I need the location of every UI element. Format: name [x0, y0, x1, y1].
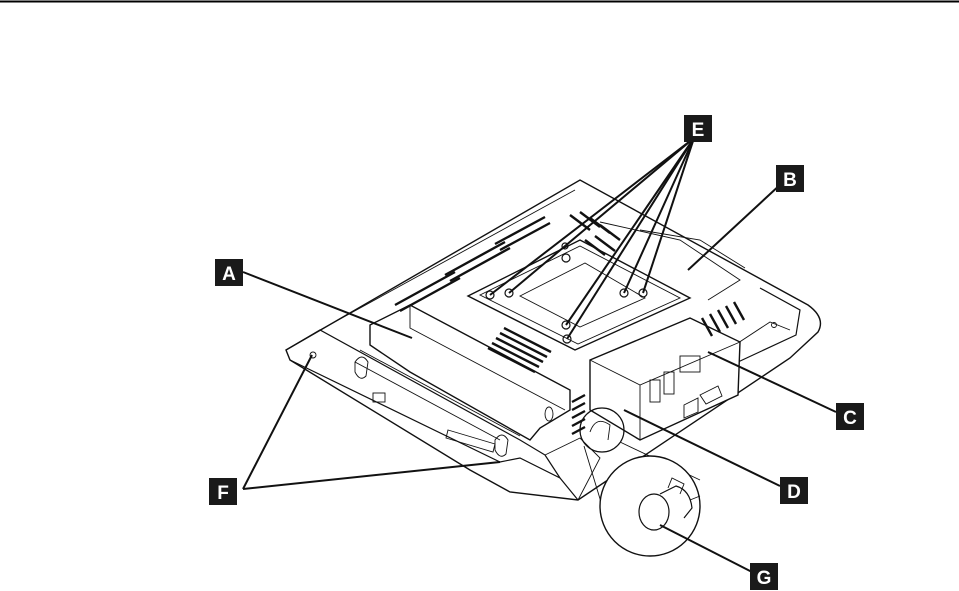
label-b-text: B: [783, 170, 797, 191]
label-b: B: [776, 165, 804, 192]
computer-body: [286, 180, 820, 500]
label-c-text: C: [843, 408, 857, 429]
label-g-text: G: [757, 568, 772, 589]
label-d-text: D: [787, 482, 801, 503]
label-a: A: [215, 259, 243, 286]
label-e-text: E: [692, 120, 705, 141]
label-e: E: [684, 115, 712, 142]
label-c: C: [836, 403, 864, 430]
label-g: G: [750, 563, 778, 590]
label-f-text: F: [217, 483, 229, 504]
label-a-text: A: [222, 264, 236, 285]
label-d: D: [780, 477, 808, 504]
label-f: F: [209, 478, 237, 505]
